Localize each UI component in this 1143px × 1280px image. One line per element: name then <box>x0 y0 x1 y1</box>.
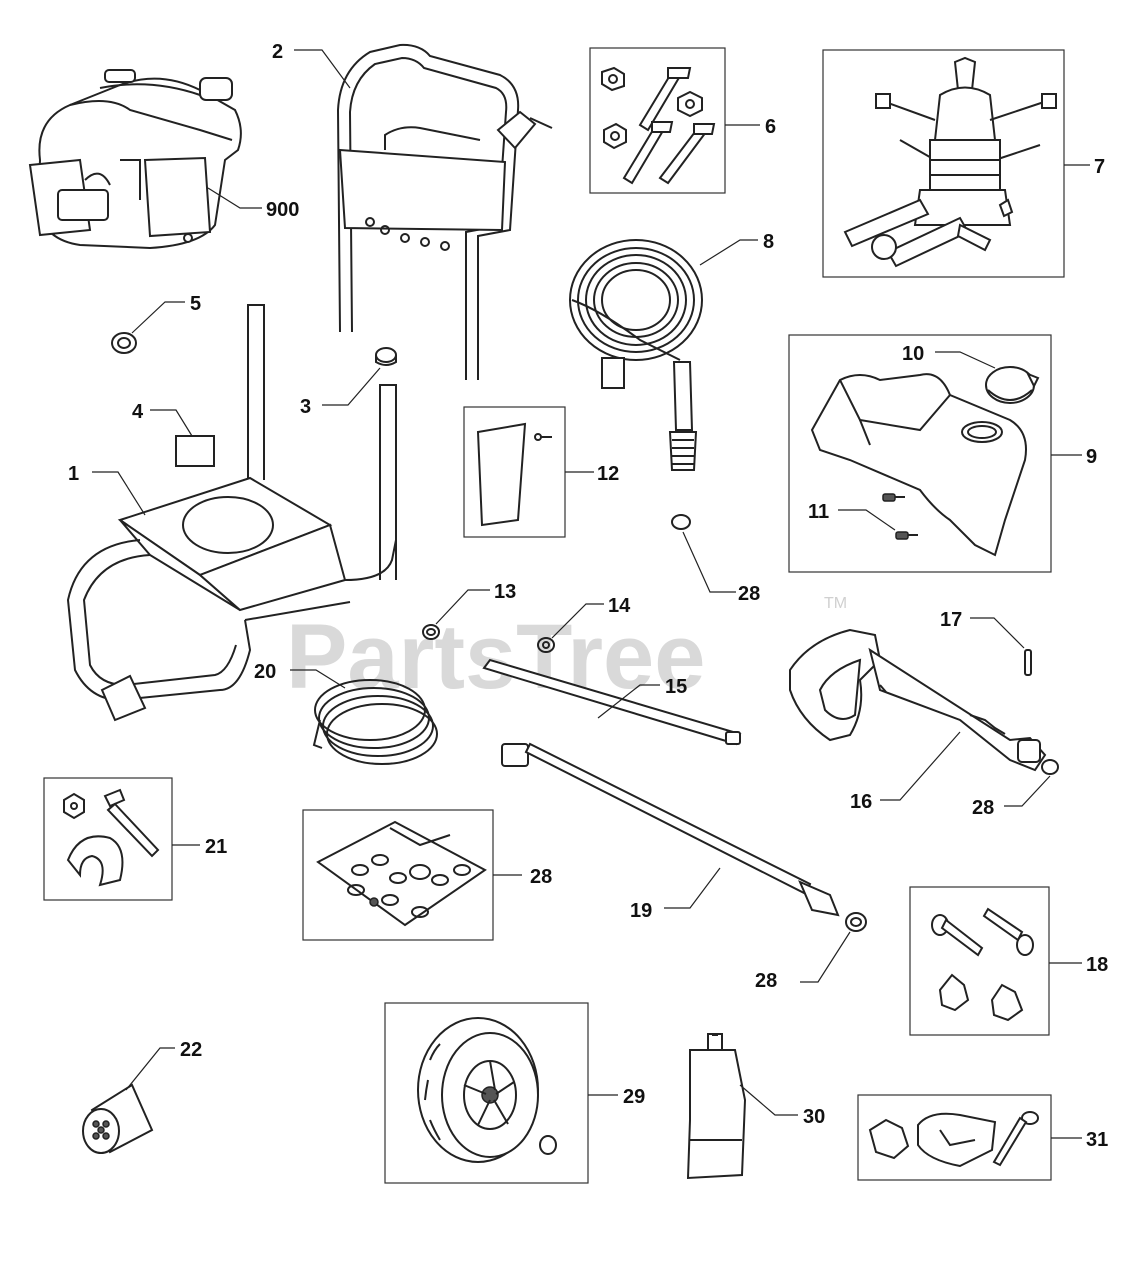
part-cap-10[interactable] <box>985 366 1040 404</box>
callout-13: 13 <box>494 581 516 603</box>
leader-14 <box>551 603 604 639</box>
leader-1 <box>92 471 146 516</box>
callout-6: 6 <box>765 116 776 138</box>
leader-28-d <box>800 931 851 983</box>
part-extension-19[interactable] <box>501 742 840 917</box>
leader-13 <box>435 589 490 625</box>
part-nozzle-22[interactable] <box>82 1083 154 1154</box>
callout-17: 17 <box>940 609 962 631</box>
leader-30 <box>739 1084 798 1116</box>
callout-30: 30 <box>803 1106 825 1128</box>
leader-16 <box>880 731 961 801</box>
callout-28-b: 28 <box>972 797 994 819</box>
part-bracket-21[interactable] <box>63 788 160 887</box>
callout-12: 12 <box>597 463 619 485</box>
callout-2: 2 <box>272 41 283 63</box>
callout-8: 8 <box>763 231 774 253</box>
leader-5 <box>131 301 185 334</box>
leader-900 <box>207 187 262 209</box>
part-label-4[interactable] <box>175 435 215 467</box>
leader-20 <box>290 669 346 689</box>
part-bolts-nuts-6[interactable] <box>601 66 716 185</box>
part-washer-28-b[interactable] <box>1041 759 1059 775</box>
part-screws-11[interactable] <box>882 493 918 540</box>
callout-900: 900 <box>266 199 299 221</box>
callout-28-d: 28 <box>755 970 777 992</box>
leader-22 <box>125 1047 175 1091</box>
callout-20: 20 <box>254 661 276 683</box>
part-washer-14[interactable] <box>537 637 555 653</box>
part-plug-3[interactable] <box>375 347 397 366</box>
part-washer-28-d[interactable] <box>845 912 867 932</box>
leader-17 <box>970 617 1025 649</box>
callout-7: 7 <box>1094 156 1105 178</box>
part-box-6 <box>589 47 726 194</box>
callout-16: 16 <box>850 791 872 813</box>
callout-18: 18 <box>1086 954 1108 976</box>
part-plate-12[interactable] <box>476 422 552 527</box>
callout-28-c: 28 <box>530 866 552 888</box>
callout-15: 15 <box>665 676 687 698</box>
part-pin-17[interactable] <box>1024 649 1032 676</box>
callout-5: 5 <box>190 293 201 315</box>
part-wand-15[interactable] <box>482 658 742 746</box>
part-hose-8[interactable] <box>569 239 703 471</box>
leader-10 <box>935 351 996 369</box>
part-engine-900[interactable] <box>28 69 242 250</box>
part-frame-1[interactable] <box>66 304 397 722</box>
callout-21: 21 <box>205 836 227 858</box>
callout-11: 11 <box>808 501 829 523</box>
callout-9: 9 <box>1086 446 1097 468</box>
part-pump-7[interactable] <box>843 56 1057 268</box>
part-kit-28[interactable] <box>316 820 487 927</box>
part-clamp-31[interactable] <box>868 1111 1039 1168</box>
part-box-18 <box>909 886 1050 1036</box>
part-washer-28-a[interactable] <box>671 514 691 530</box>
callout-10: 10 <box>902 343 924 365</box>
leader-2 <box>294 49 351 89</box>
part-ring-13[interactable] <box>422 624 440 640</box>
part-knobs-18[interactable] <box>931 907 1034 1022</box>
callout-29: 29 <box>623 1086 645 1108</box>
part-bushing-5[interactable] <box>111 332 137 354</box>
callout-3: 3 <box>300 396 311 418</box>
leader-4 <box>150 409 193 437</box>
part-handle-2[interactable] <box>336 43 553 380</box>
callout-4: 4 <box>132 401 144 423</box>
part-coil-20[interactable] <box>312 679 438 765</box>
callout-22: 22 <box>180 1039 202 1061</box>
leader-19 <box>664 867 721 909</box>
callout-31: 31 <box>1086 1129 1108 1151</box>
part-wheel-29[interactable] <box>417 1017 557 1163</box>
part-bottle-30[interactable] <box>686 1033 747 1180</box>
callout-28-a: 28 <box>738 583 760 605</box>
leader-8 <box>699 239 758 266</box>
watermark-trademark: TM <box>824 595 847 612</box>
part-box-9 <box>788 334 1052 573</box>
callout-19: 19 <box>630 900 652 922</box>
leader-15 <box>597 684 660 719</box>
part-tank-9[interactable] <box>810 373 1027 557</box>
callout-14: 14 <box>608 595 631 617</box>
leader-3 <box>322 367 381 406</box>
leader-11 <box>838 509 896 531</box>
leader-28-a <box>682 531 736 593</box>
part-gun-16[interactable] <box>789 628 1047 772</box>
watermark-text: PartsTree <box>286 606 705 708</box>
part-box-21 <box>43 777 173 901</box>
callout-1: 1 <box>68 463 79 485</box>
leader-28-b <box>1004 775 1051 807</box>
part-box-7 <box>822 49 1065 278</box>
part-box-29 <box>384 1002 589 1184</box>
